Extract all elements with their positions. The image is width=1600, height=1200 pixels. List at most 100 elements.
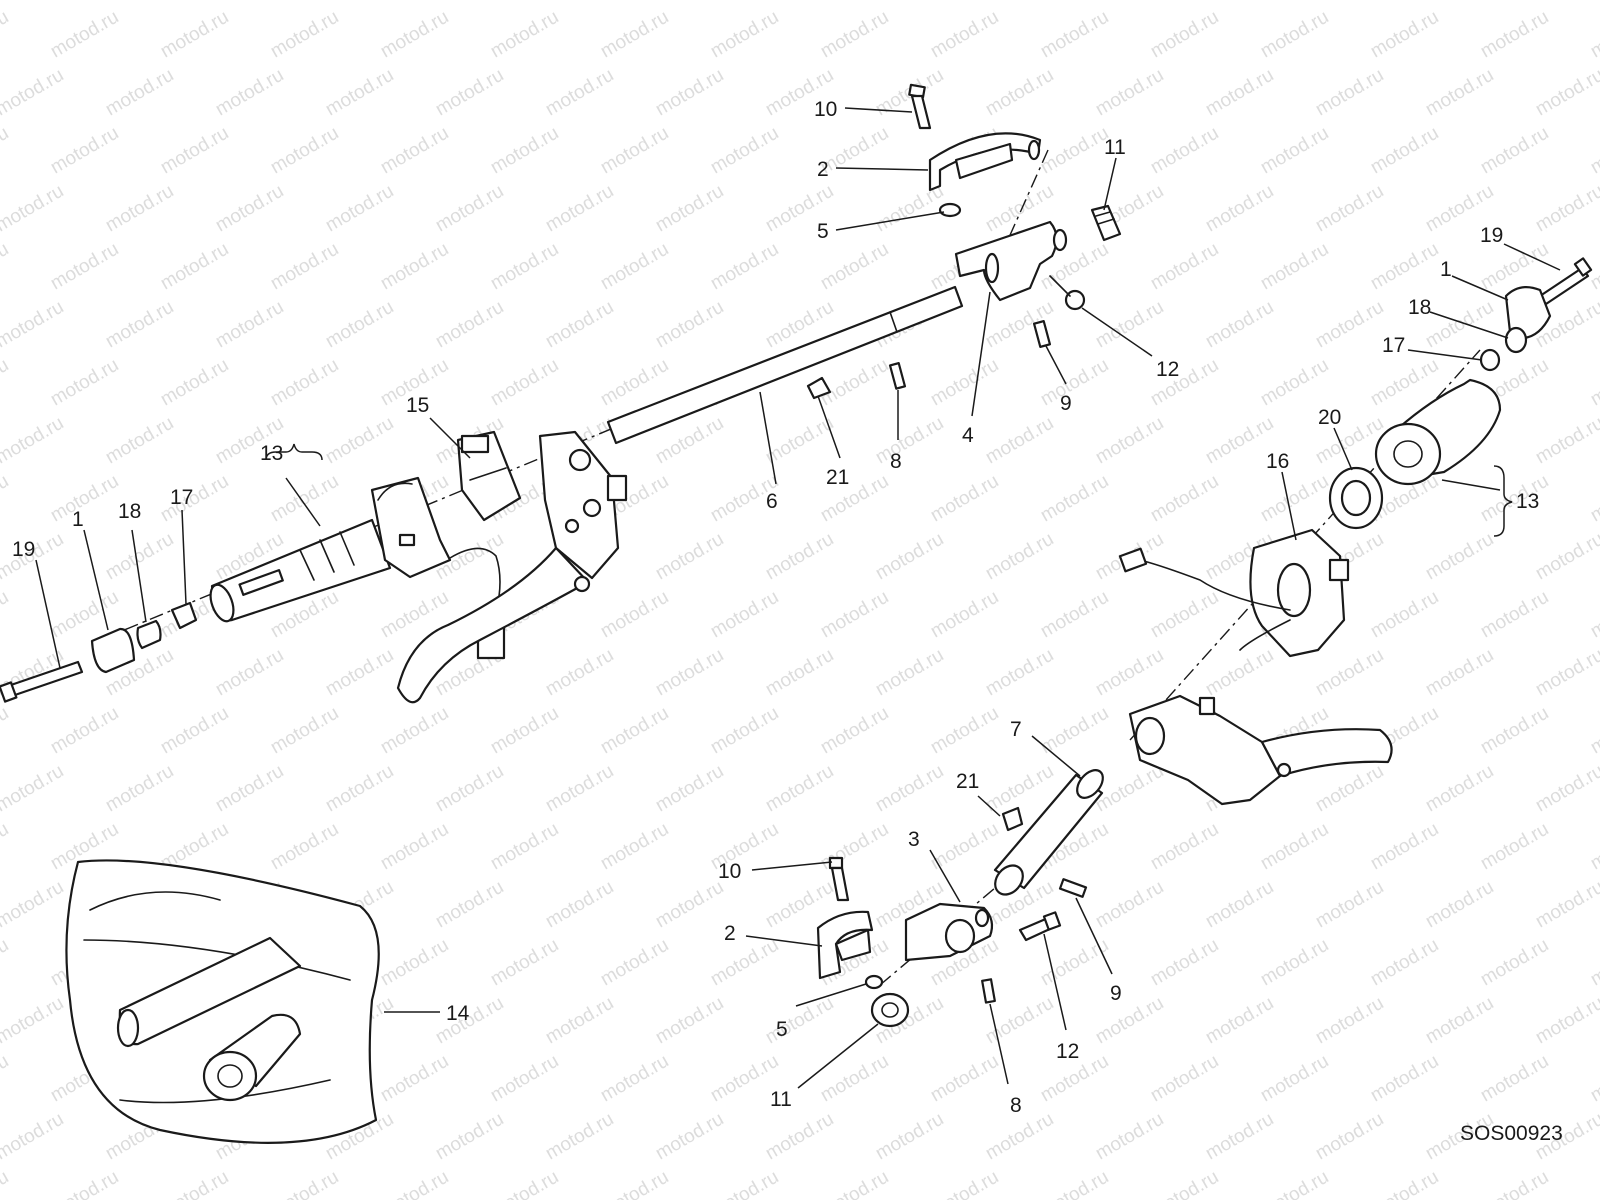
clamp-lower-left xyxy=(954,220,1068,302)
callout-18: 18 xyxy=(118,500,141,523)
watermark-text: motod.ru xyxy=(212,65,287,121)
callout-11: 11 xyxy=(1104,136,1126,159)
watermark-text: motod.ru xyxy=(1037,7,1112,63)
watermark-text: motod.ru xyxy=(982,1109,1057,1165)
watermark-text: motod.ru xyxy=(1477,1167,1552,1200)
watermark-text: motod.ru xyxy=(102,65,177,121)
watermark-text: motod.ru xyxy=(597,587,672,643)
watermark-text: motod.ru xyxy=(1477,471,1552,527)
watermark-text: motod.ru xyxy=(927,355,1002,411)
watermark-text: motod.ru xyxy=(1477,587,1552,643)
watermark-text: motod.ru xyxy=(1257,935,1332,991)
pin-bottom xyxy=(981,978,996,1004)
callout-3: 3 xyxy=(908,828,920,851)
watermark-text: motod.ru xyxy=(1147,123,1222,179)
brace-right xyxy=(1493,465,1513,537)
grips-kit-inset xyxy=(65,859,380,1144)
watermark-text: motod.ru xyxy=(1367,123,1442,179)
watermark-text: motod.ru xyxy=(0,703,12,759)
clamp-bolt-top xyxy=(908,83,932,130)
callout-1-right: 1 xyxy=(1440,258,1452,281)
pin-left xyxy=(888,362,907,390)
watermark-text: motod.ru xyxy=(1092,761,1167,817)
watermark-text: motod.ru xyxy=(1587,123,1600,179)
watermark-text: motod.ru xyxy=(1257,471,1332,527)
callout-13-right: 13 xyxy=(1516,490,1539,513)
watermark-text: motod.ru xyxy=(1312,297,1387,353)
watermark-text: motod.ru xyxy=(1147,7,1222,63)
watermark-text: motod.ru xyxy=(652,993,727,1049)
watermark-text: motod.ru xyxy=(322,0,397,4)
clamp-upper-right xyxy=(816,910,874,980)
watermark-text: motod.ru xyxy=(1147,471,1222,527)
handlebar-tube-left xyxy=(606,285,964,445)
insert-right xyxy=(1479,348,1501,372)
watermark-text: motod.ru xyxy=(0,0,67,4)
watermark-text: motod.ru xyxy=(1257,819,1332,875)
watermark-text: motod.ru xyxy=(982,413,1057,469)
clamp-lower-right xyxy=(904,902,994,962)
spacer-right xyxy=(1504,326,1528,354)
watermark-text: motod.ru xyxy=(267,7,342,63)
watermark-text: motod.ru xyxy=(1422,761,1497,817)
watermark-text: motod.ru xyxy=(707,935,782,991)
watermark-text: motod.ru xyxy=(487,7,562,63)
watermark-text: motod.ru xyxy=(1092,413,1167,469)
watermark-text: motod.ru xyxy=(982,65,1057,121)
watermark-text: motod.ru xyxy=(47,471,122,527)
callout-8: 8 xyxy=(890,450,902,473)
watermark-text: motod.ru xyxy=(1532,413,1600,469)
clamp-upper-left xyxy=(928,132,1042,192)
watermark-text: motod.ru xyxy=(597,703,672,759)
watermark-text: motod.ru xyxy=(542,181,617,237)
watermark-text: motod.ru xyxy=(762,529,837,585)
watermark-text: motod.ru xyxy=(1532,645,1600,701)
watermark-text: motod.ru xyxy=(1202,877,1277,933)
watermark-text: motod.ru xyxy=(542,761,617,817)
watermark-text: motod.ru xyxy=(542,297,617,353)
watermark-text: motod.ru xyxy=(157,239,232,295)
watermark-text: motod.ru xyxy=(1477,1051,1552,1107)
callout-5: 5 xyxy=(817,220,829,243)
watermark-text: motod.ru xyxy=(597,7,672,63)
watermark-text: motod.ru xyxy=(0,587,12,643)
switch-cover xyxy=(456,430,522,522)
watermark-text: motod.ru xyxy=(762,0,837,4)
watermark-text: motod.ru xyxy=(47,1167,122,1200)
watermark-text: motod.ru xyxy=(267,239,342,295)
watermark-text: motod.ru xyxy=(432,0,507,4)
watermark-text: motod.ru xyxy=(872,181,947,237)
watermark-text: motod.ru xyxy=(1587,819,1600,875)
bar-end-screw-left xyxy=(0,660,84,703)
callout-5-bottom: 5 xyxy=(776,1018,788,1041)
callout-13: 13 xyxy=(260,442,283,465)
spacer-left xyxy=(136,619,162,650)
watermark-text: motod.ru xyxy=(817,7,892,63)
watermark-text: motod.ru xyxy=(1202,297,1277,353)
watermark-text: motod.ru xyxy=(652,1109,727,1165)
watermark-text: motod.ru xyxy=(0,935,12,991)
watermark-text: motod.ru xyxy=(1147,819,1222,875)
watermark-text: motod.ru xyxy=(157,703,232,759)
watermark-text: motod.ru xyxy=(1257,239,1332,295)
watermark-text: motod.ru xyxy=(157,355,232,411)
watermark-text: motod.ru xyxy=(1037,935,1112,991)
watermark-text: motod.ru xyxy=(707,123,782,179)
watermark-text: motod.ru xyxy=(872,529,947,585)
throttle-ring xyxy=(1328,466,1384,530)
watermark-text: motod.ru xyxy=(267,355,342,411)
clip-left xyxy=(806,376,832,400)
bar-end-weight-left xyxy=(90,627,136,674)
watermark-text: motod.ru xyxy=(377,1051,452,1107)
watermark-text: motod.ru xyxy=(487,239,562,295)
watermark-text: motod.ru xyxy=(1587,1167,1600,1200)
watermark-text: motod.ru xyxy=(1532,181,1600,237)
watermark-text: motod.ru xyxy=(1037,471,1112,527)
watermark-text: motod.ru xyxy=(1422,645,1497,701)
watermark-text: motod.ru xyxy=(817,1167,892,1200)
watermark-text: motod.ru xyxy=(377,7,452,63)
watermark-text: motod.ru xyxy=(1092,993,1167,1049)
watermark-text: motod.ru xyxy=(1367,7,1442,63)
watermark-text: motod.ru xyxy=(1477,7,1552,63)
watermark-text: motod.ru xyxy=(1422,529,1497,585)
